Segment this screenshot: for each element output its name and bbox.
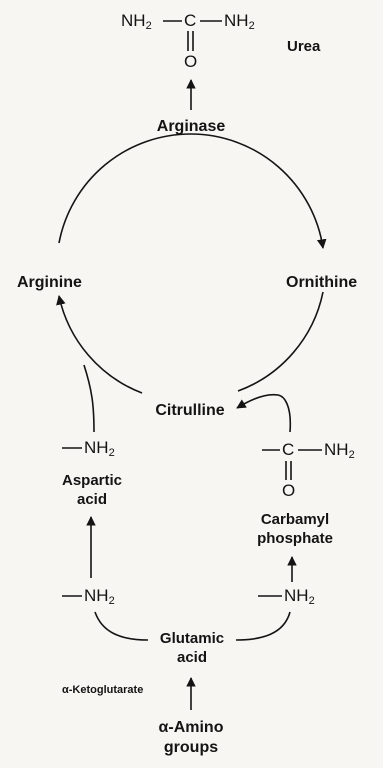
arginine-label: Arginine (17, 274, 82, 291)
aspartic-acid-line1: Aspartic (61, 472, 123, 489)
urea-nh2-left: NH2 (121, 11, 152, 32)
citrulline-label: Citrulline (155, 402, 225, 419)
glutamic-acid-line1: Glutamic (159, 630, 225, 647)
carbamyl-phosphate-line2: phosphate (257, 530, 333, 547)
urea-oxygen: O (184, 52, 198, 71)
glutamic-acid-line2: acid (176, 649, 208, 666)
urea-nh2-right: NH2 (224, 11, 255, 32)
aspartate-join-curve (83, 364, 95, 433)
amino-groups-line2: groups (163, 739, 219, 756)
cycle-arc-ornithine-to-citrulline (237, 291, 324, 392)
urea-carbon: C (184, 11, 197, 30)
cycle-arc-arginine-to-top (58, 133, 192, 244)
carbamyl-nh2: NH2 (324, 440, 355, 461)
urea-label: Urea (287, 38, 321, 55)
glutamic-left-curve (94, 611, 149, 641)
amino-groups-line1: α-Amino (158, 719, 224, 736)
left-lower-nh2: NH2 (84, 586, 115, 607)
aspartic-acid-line2: acid (76, 491, 108, 508)
cycle-arc-top-to-ornithine (190, 133, 327, 249)
ornithine-label: Ornithine (286, 274, 358, 291)
cycle-arc-citrulline-to-arginine (56, 295, 143, 394)
aspartic-nh2-group: NH2 (84, 438, 115, 459)
arginase-label: Arginase (156, 118, 226, 135)
carbamyl-phosphate-line1: Carbamyl (260, 511, 330, 528)
carbamyl-carbon: C (282, 440, 295, 459)
carbamyl-oxygen: O (282, 481, 296, 500)
carbamyl-join-curve (236, 393, 292, 433)
right-lower-nh2: NH2 (284, 586, 315, 607)
glutamic-right-curve (235, 611, 291, 641)
ketoglutarate-label: α-Ketoglutarate (62, 684, 144, 696)
